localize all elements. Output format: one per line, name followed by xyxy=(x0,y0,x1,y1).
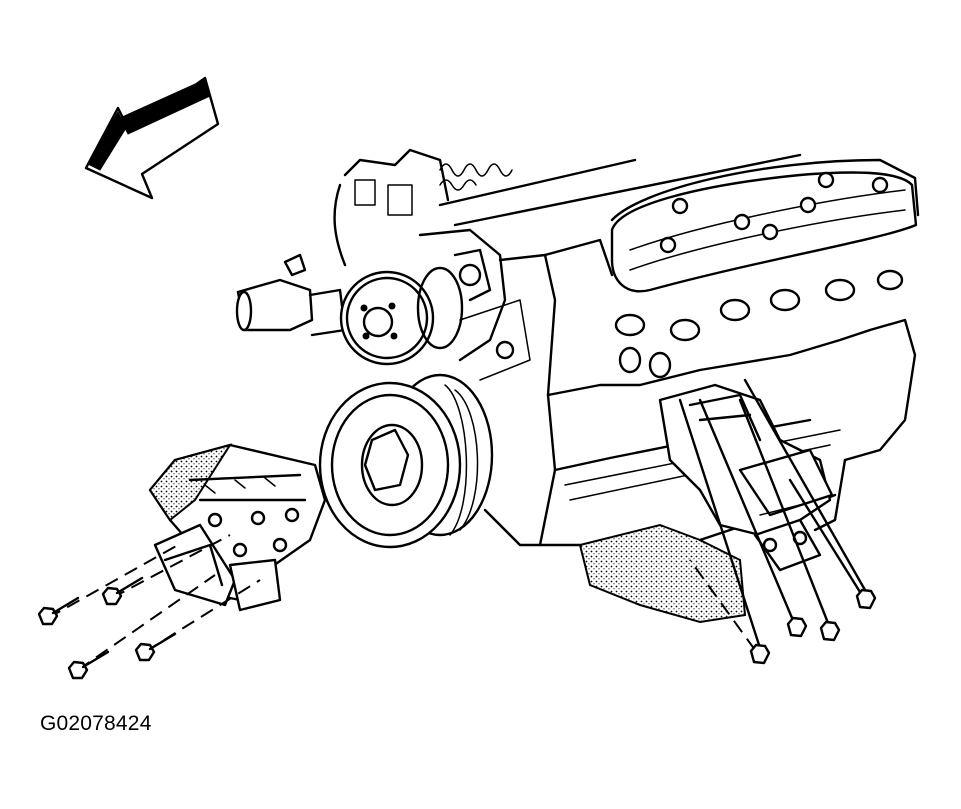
valve-cover-bolts xyxy=(659,171,889,254)
bolt-icon xyxy=(134,632,177,662)
bolt-icon xyxy=(855,588,877,610)
right-engine-mount-bracket xyxy=(658,383,834,572)
bolt-icon xyxy=(749,643,771,665)
crankshaft-balancer xyxy=(318,373,494,549)
bolt-icon xyxy=(786,616,808,638)
bolt-icon xyxy=(101,576,144,606)
left-engine-mount-bracket xyxy=(148,443,327,612)
water-outlet xyxy=(235,253,347,337)
bolt-icon xyxy=(37,596,80,626)
bolt-guide-lines xyxy=(47,378,867,671)
valve-cover xyxy=(610,171,918,379)
exhaust-ports xyxy=(614,269,904,379)
bolt-icon xyxy=(67,650,110,680)
accessory-bracket xyxy=(418,228,531,381)
bolt-icon xyxy=(819,620,841,642)
figure-id-label: G02078424 xyxy=(40,712,152,735)
front-direction-arrow-icon xyxy=(84,76,220,200)
right-mount-bolts xyxy=(749,588,877,665)
left-mount-bolts xyxy=(37,576,177,680)
water-pump-pulley xyxy=(339,266,464,366)
intake-details xyxy=(354,163,513,216)
